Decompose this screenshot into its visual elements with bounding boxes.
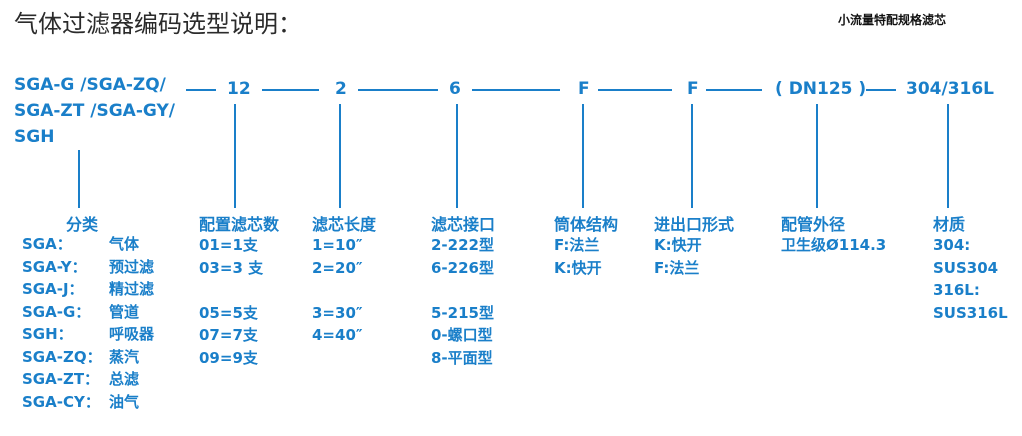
list-item: SGA-ZT： 总滤 <box>22 368 172 391</box>
code-segment-pipe-diameter: ( DN125 ) <box>775 79 867 99</box>
category-code: SGA-G： <box>22 302 91 321</box>
category-code: SGH： <box>22 325 73 343</box>
list-item: SUS304 <box>933 258 999 277</box>
list-item: 07=7支 <box>199 326 258 344</box>
list-item: SGH： 呼吸器 <box>22 323 172 346</box>
code-segment-material: 304/316L <box>906 79 995 99</box>
category-name: 总滤 <box>109 370 140 388</box>
list-item: K:快开 <box>554 258 602 277</box>
connector-line <box>186 89 216 91</box>
header-core-length: 滤芯长度 <box>312 215 377 234</box>
list-item: 304: <box>933 236 971 254</box>
header-material: 材质 <box>933 215 966 234</box>
leader-line <box>947 104 949 208</box>
list-item: 8-平面型 <box>431 348 493 367</box>
header-core-interface: 滤芯接口 <box>431 215 496 234</box>
list-item: SGA-CY： 油气 <box>22 391 172 414</box>
pipe-diameter-list: 卫生级Ø114.3 <box>781 234 886 257</box>
page-subtitle: 小流量特配规格滤芯 <box>838 13 947 27</box>
list-item: 3=30″ <box>312 303 363 322</box>
list-item: 4=40″ <box>312 326 363 344</box>
connector-line <box>472 89 560 91</box>
leader-line <box>78 150 80 208</box>
list-item: 5-215型 <box>431 303 494 322</box>
connector-line <box>358 89 438 91</box>
list-item: 05=5支 <box>199 303 258 322</box>
category-code: SGA-Y： <box>22 257 87 276</box>
category-name: 精过滤 <box>109 280 155 298</box>
core-count-list: 01=1支 03=3 支 05=5支 07=7支 09=9支 <box>199 234 263 369</box>
category-code: SGA-ZQ： <box>22 347 102 366</box>
list-item: 6-226型 <box>431 258 494 277</box>
material-list: 304: SUS304 316L: SUS316L <box>933 234 1008 324</box>
category-name: 预过滤 <box>109 257 155 276</box>
code-prefix-line: SGA-G /SGA-ZQ/ <box>14 75 166 95</box>
list-item: F:法兰 <box>554 236 600 254</box>
category-name: 油气 <box>109 392 140 411</box>
list-item: SUS316L <box>933 303 1008 322</box>
header-category: 分类 <box>66 215 99 234</box>
list-item: 316L: <box>933 281 980 299</box>
inlet-outlet-list: K:快开 F:法兰 <box>654 234 702 279</box>
leader-line <box>456 104 458 208</box>
code-prefix-line: SGH <box>14 127 55 147</box>
connector-line <box>706 89 762 91</box>
list-item: 卫生级Ø114.3 <box>781 236 887 254</box>
category-list: SGA： 气体 SGA-Y： 预过滤 SGA-J： 精过滤 SGA-G： 管道 SGH：… <box>22 233 172 413</box>
list-item: K:快开 <box>654 236 702 254</box>
category-code: SGA： <box>22 235 72 253</box>
leader-line <box>582 104 584 208</box>
list-item: SGA： 气体 <box>22 233 172 256</box>
header-pipe-diameter: 配管外径 <box>781 215 846 234</box>
leader-line <box>339 104 341 208</box>
barrel-list: F:法兰 K:快开 <box>554 234 602 279</box>
list-item: F:法兰 <box>654 258 700 277</box>
list-item: SGA-G： 管道 <box>22 301 172 324</box>
list-item: 01=1支 <box>199 236 258 254</box>
leader-line <box>816 104 818 208</box>
list-item: SGA-ZQ： 蒸汽 <box>22 346 172 369</box>
connector-line <box>262 89 319 91</box>
header-core-count: 配置滤芯数 <box>199 215 280 234</box>
leader-line <box>234 104 236 208</box>
code-segment-core-length: 2 <box>335 79 347 99</box>
core-length-list: 1=10″ 2=20″ 3=30″ 4=40″ <box>312 234 363 347</box>
header-barrel: 筒体结构 <box>554 215 619 234</box>
category-name: 气体 <box>109 235 140 253</box>
code-segment-barrel: F <box>578 79 590 99</box>
code-segment-core-interface: 6 <box>449 79 461 99</box>
code-segment-core-count: 12 <box>227 79 251 99</box>
category-name: 呼吸器 <box>109 325 155 343</box>
code-prefix-line: SGA-ZT /SGA-GY/ <box>14 101 175 121</box>
core-interface-list: 2-222型 6-226型 5-215型 0-螺口型 8-平面型 <box>431 234 494 369</box>
header-inlet-outlet: 进出口形式 <box>654 215 735 234</box>
list-item: 03=3 支 <box>199 258 264 277</box>
page-title: 气体过滤器编码选型说明： <box>14 10 302 38</box>
leader-line <box>691 104 693 208</box>
code-segment-inlet-outlet: F <box>687 79 699 99</box>
list-item: 1=10″ <box>312 236 363 254</box>
list-item: 2-222型 <box>431 236 494 254</box>
category-code: SGA-J： <box>22 280 84 298</box>
category-name: 蒸汽 <box>109 347 140 366</box>
list-item: SGA-J： 精过滤 <box>22 278 172 301</box>
list-item: SGA-Y： 预过滤 <box>22 256 172 279</box>
list-item: 09=9支 <box>199 348 258 367</box>
connector-line <box>598 89 672 91</box>
category-code: SGA-CY： <box>22 392 100 411</box>
code-prefix: SGA-G /SGA-ZQ/ SGA-ZT /SGA-GY/ SGH <box>14 72 175 150</box>
list-item: 2=20″ <box>312 258 363 277</box>
list-item: 0-螺口型 <box>431 326 493 344</box>
connector-line <box>866 89 896 91</box>
category-name: 管道 <box>109 302 140 321</box>
category-code: SGA-ZT： <box>22 370 100 388</box>
